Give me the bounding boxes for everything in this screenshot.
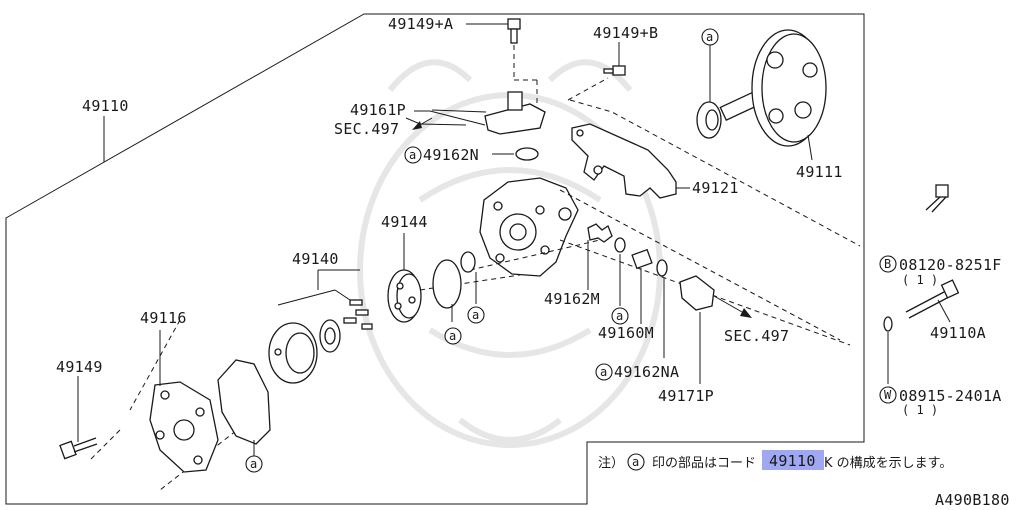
label-49149[interactable]: 49149: [56, 358, 103, 376]
label-49149-b[interactable]: 49149+B: [593, 24, 658, 42]
label-49116[interactable]: 49116: [140, 309, 187, 327]
code-highlight: [762, 450, 824, 470]
label-49121[interactable]: 49121: [692, 179, 739, 197]
label-49162n[interactable]: 49162N: [423, 146, 479, 164]
oring-n-row: [404, 146, 539, 164]
rotor-kit-part: [268, 269, 373, 384]
connector-part: [679, 275, 752, 384]
label-49160m[interactable]: 49160M: [598, 324, 654, 342]
label-49171p[interactable]: 49171P: [658, 387, 714, 405]
label-49144[interactable]: 49144: [381, 213, 428, 231]
long-bolt-part: [905, 279, 960, 323]
ref-a-gasket: a: [250, 457, 257, 471]
label-washer-qty: ( 1 ): [902, 403, 938, 417]
note-text-after: K の構成を示します。: [824, 456, 952, 471]
seal-part: [387, 233, 422, 323]
note-circle-marker: [627, 453, 645, 471]
label-49161p[interactable]: 49161P: [350, 101, 406, 119]
label-08120-8251f[interactable]: 08120-8251F: [899, 256, 1002, 274]
screw-a-part: [466, 18, 538, 108]
label-sec-upper[interactable]: SEC.497: [334, 120, 399, 138]
pump-body-part: [479, 177, 579, 277]
spring-part: [587, 223, 626, 290]
ref-a-seal-2: a: [472, 308, 479, 322]
label-49110[interactable]: 49110: [82, 97, 129, 115]
washer-mark-circle: [879, 386, 897, 404]
label-49162na[interactable]: 49162NA: [614, 363, 679, 381]
washer-mark: W: [884, 388, 892, 402]
gasket-part: [217, 359, 271, 473]
bracket-part: [571, 123, 690, 199]
valve-part: [611, 248, 668, 358]
pulley-part: [696, 29, 827, 161]
ref-a-seal-1: a: [449, 329, 456, 343]
oring-na-ref: a: [600, 365, 607, 379]
note-code[interactable]: 49110: [769, 452, 816, 470]
ref-a-label: a: [706, 30, 713, 44]
bolt-b-mark-circle: [879, 255, 897, 273]
bolt-part: [59, 376, 98, 460]
cover-part: [149, 330, 219, 473]
seal-orings: [432, 251, 485, 345]
pipe-part: [405, 91, 546, 135]
bolt-b-mark: B: [884, 257, 891, 271]
label-sec-lower[interactable]: SEC.497: [724, 327, 789, 345]
note-line: 注） a 印の部品はコード 49110 K の構成を示します。: [598, 450, 952, 471]
label-49140[interactable]: 49140: [292, 250, 339, 268]
assembly-outline: [5, 13, 865, 505]
diagram-code: A490B180: [935, 491, 1010, 509]
oring-na-marker: [595, 363, 613, 381]
note-prefix: 注）: [598, 456, 624, 471]
label-49110a[interactable]: 49110A: [930, 324, 986, 342]
label-bolt-b-qty: ( 1 ): [902, 273, 938, 287]
label-08915-2401a[interactable]: 08915-2401A: [899, 387, 1002, 405]
bolt-b-part: [925, 184, 949, 213]
label-49111[interactable]: 49111: [796, 163, 843, 181]
note-text-before: 印の部品はコード: [652, 456, 756, 471]
ref-a-valve: a: [616, 309, 623, 323]
screw-b-part: [567, 42, 626, 101]
label-49162m[interactable]: 49162M: [544, 290, 600, 308]
label-49149-a[interactable]: 49149+A: [388, 15, 453, 33]
arrow-sec-upper: [412, 117, 433, 130]
washer-part: [883, 316, 893, 384]
oring-n-marker: a: [409, 148, 416, 162]
note-circle-label: a: [632, 455, 639, 469]
